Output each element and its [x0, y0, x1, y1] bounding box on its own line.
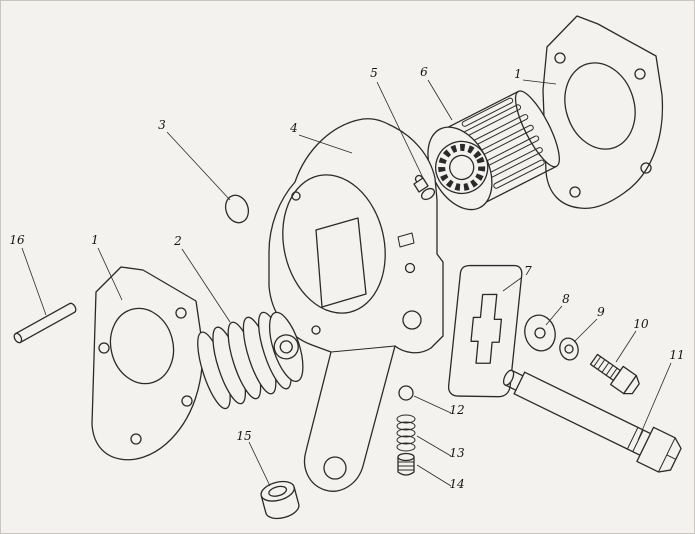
leader-line	[416, 464, 452, 487]
housing-square-cutout	[315, 217, 367, 308]
leader-line	[298, 134, 353, 154]
leader-line	[97, 247, 123, 301]
cover-plate-left	[91, 266, 204, 461]
part-label-12: 12	[449, 403, 464, 417]
bolt	[589, 353, 640, 395]
plug-disc	[224, 194, 250, 224]
lock-washer	[559, 337, 579, 361]
part-label-7: 7	[524, 264, 532, 278]
leader-lines	[21, 79, 672, 487]
leader-line	[413, 395, 452, 414]
adjusting-shaft	[502, 369, 682, 473]
leader-line	[248, 441, 271, 487]
keyhole-cutout	[470, 293, 503, 364]
leader-line	[637, 362, 672, 441]
part-label-16: 16	[9, 233, 25, 247]
leader-line	[573, 318, 598, 343]
part-label-9: 9	[597, 305, 605, 319]
part-label-13: 13	[449, 446, 465, 460]
part-labels: 1 5 6 4 3 16 1 2 7 8 9 10 11 12 13 14 15	[9, 65, 684, 491]
leader-line	[166, 131, 231, 201]
part-label-5: 5	[370, 66, 378, 80]
part-label-10: 10	[633, 317, 649, 331]
part-label-3: 3	[158, 118, 166, 132]
part-label-2: 2	[173, 234, 182, 248]
keyhole-plate	[447, 264, 523, 398]
leader-line	[615, 330, 637, 363]
part-label-11: 11	[669, 348, 684, 362]
detent-ball	[398, 385, 414, 401]
pin	[13, 302, 77, 344]
leader-line	[545, 305, 563, 326]
leader-line	[502, 277, 522, 292]
leader-line	[427, 79, 453, 121]
worm-gear	[197, 311, 304, 410]
splined-sleeve	[427, 90, 560, 211]
part-label-14: 14	[449, 477, 464, 491]
washer	[524, 314, 556, 352]
plate-bore	[564, 62, 636, 150]
part-label-8: 8	[562, 292, 570, 306]
detent-spring	[396, 414, 416, 452]
grease-fitting	[413, 174, 436, 201]
leader-line	[181, 248, 231, 323]
housing-body	[268, 118, 444, 492]
cover-plate-top	[542, 15, 664, 209]
part-label-1-left: 1	[91, 233, 99, 247]
plate-bore	[109, 307, 175, 385]
shaft-hex-head	[636, 426, 682, 473]
spring-plug	[397, 452, 415, 476]
spline-teeth	[438, 143, 486, 191]
part-label-15: 15	[236, 429, 251, 443]
leader-line	[522, 79, 557, 85]
arm-eye-hole	[323, 456, 347, 480]
leader-line	[416, 435, 452, 457]
part-label-6: 6	[420, 65, 428, 79]
leader-line	[376, 81, 425, 181]
leader-line	[21, 247, 47, 316]
bushing	[260, 480, 300, 520]
part-label-4: 4	[289, 121, 298, 135]
part-label-1-top: 1	[514, 67, 522, 81]
